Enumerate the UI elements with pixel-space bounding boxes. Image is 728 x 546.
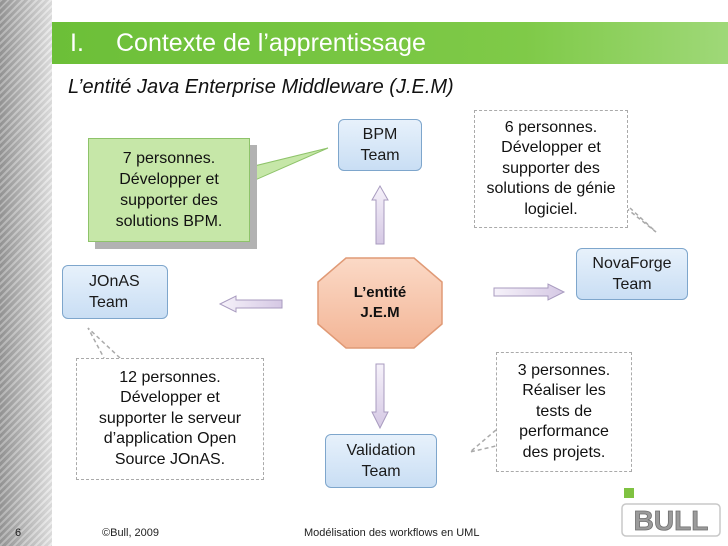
bpm-note-line: solutions BPM. [115, 213, 223, 230]
jonas-team-line1: JOnAS [89, 273, 140, 290]
validation-note-line: 3 personnes. [517, 361, 611, 379]
novaforge-note-line: supporter des [502, 159, 600, 177]
bpm-note-line: 7 personnes. [122, 150, 216, 167]
jonas-note-pointer [87, 327, 121, 359]
title-bar [52, 22, 728, 64]
title-number: I. [70, 29, 84, 57]
arrow-up-bpm [371, 184, 389, 245]
validation-note-line: Réaliser les [522, 382, 606, 400]
validation-note: 3 personnes. Réaliser les tests de perfo… [496, 352, 632, 472]
arrow-right-novaforge [493, 283, 566, 301]
bpm-note-line: Développer et [119, 171, 219, 188]
arrow-left-jonas [218, 295, 283, 313]
novaforge-team-node: NovaForge Team [576, 248, 688, 300]
novaforge-note-line: Développer et [501, 139, 601, 157]
left-decor-stripe [0, 0, 52, 546]
bpm-team-node: BPM Team [338, 119, 422, 171]
center-line1: L’entité [353, 284, 407, 301]
slide-subtitle: L’entité Java Enterprise Middleware (J.E… [68, 76, 454, 98]
jonas-team-line2: Team [89, 294, 129, 311]
bull-logo: BULL [621, 488, 721, 537]
jonas-note-line: supporter le serveur [98, 409, 242, 427]
bpm-note-pointer [245, 147, 329, 185]
page-number: 6 [15, 527, 22, 539]
validation-note-line: des projets. [522, 443, 606, 461]
novaforge-note: 6 personnes. Développer et supporter des… [474, 110, 628, 228]
validation-note-pointer [469, 429, 497, 453]
novaforge-note-line: logiciel. [524, 200, 578, 218]
novaforge-note-pointer [625, 207, 657, 233]
footer-copyright: ©Bull, 2009 [102, 527, 160, 539]
bpm-note-line: supporter des [120, 192, 218, 209]
novaforge-note-line: 6 personnes. [504, 118, 598, 136]
bpm-team-line2: Team [360, 147, 400, 164]
validation-team-line2: Team [361, 463, 401, 480]
jonas-note-line: d’application Open [103, 430, 237, 448]
jonas-note-line: Source JOnAS. [114, 450, 226, 468]
novaforge-team-line2: Team [612, 276, 652, 293]
center-node-label: L’entité J.E.M [318, 258, 442, 348]
validation-team-node: Validation Team [325, 434, 437, 488]
novaforge-team-line1: NovaForge [592, 255, 672, 272]
validation-team-line1: Validation [346, 442, 416, 459]
validation-note-line: tests de [535, 402, 592, 420]
jonas-team-node: JOnAS Team [62, 265, 168, 319]
center-node-shape [317, 257, 443, 349]
jonas-note: 12 personnes. Développer et supporter le… [76, 358, 264, 480]
center-line2: J.E.M [360, 304, 400, 321]
novaforge-note-line: solutions de génie [486, 180, 616, 198]
footer-title: Modélisation des workflows en UML [304, 527, 480, 539]
arrow-down-validation [371, 363, 389, 430]
bpm-team-line1: BPM [362, 126, 398, 143]
bpm-team-note: 7 personnes. Développer et supporter des… [88, 138, 250, 242]
jonas-note-line: Développer et [120, 389, 220, 407]
slide-title: Contexte de l’apprentissage [116, 29, 426, 57]
jonas-note-line: 12 personnes. [119, 368, 221, 386]
validation-note-line: performance [519, 423, 609, 441]
logo-text: BULL [634, 505, 709, 536]
